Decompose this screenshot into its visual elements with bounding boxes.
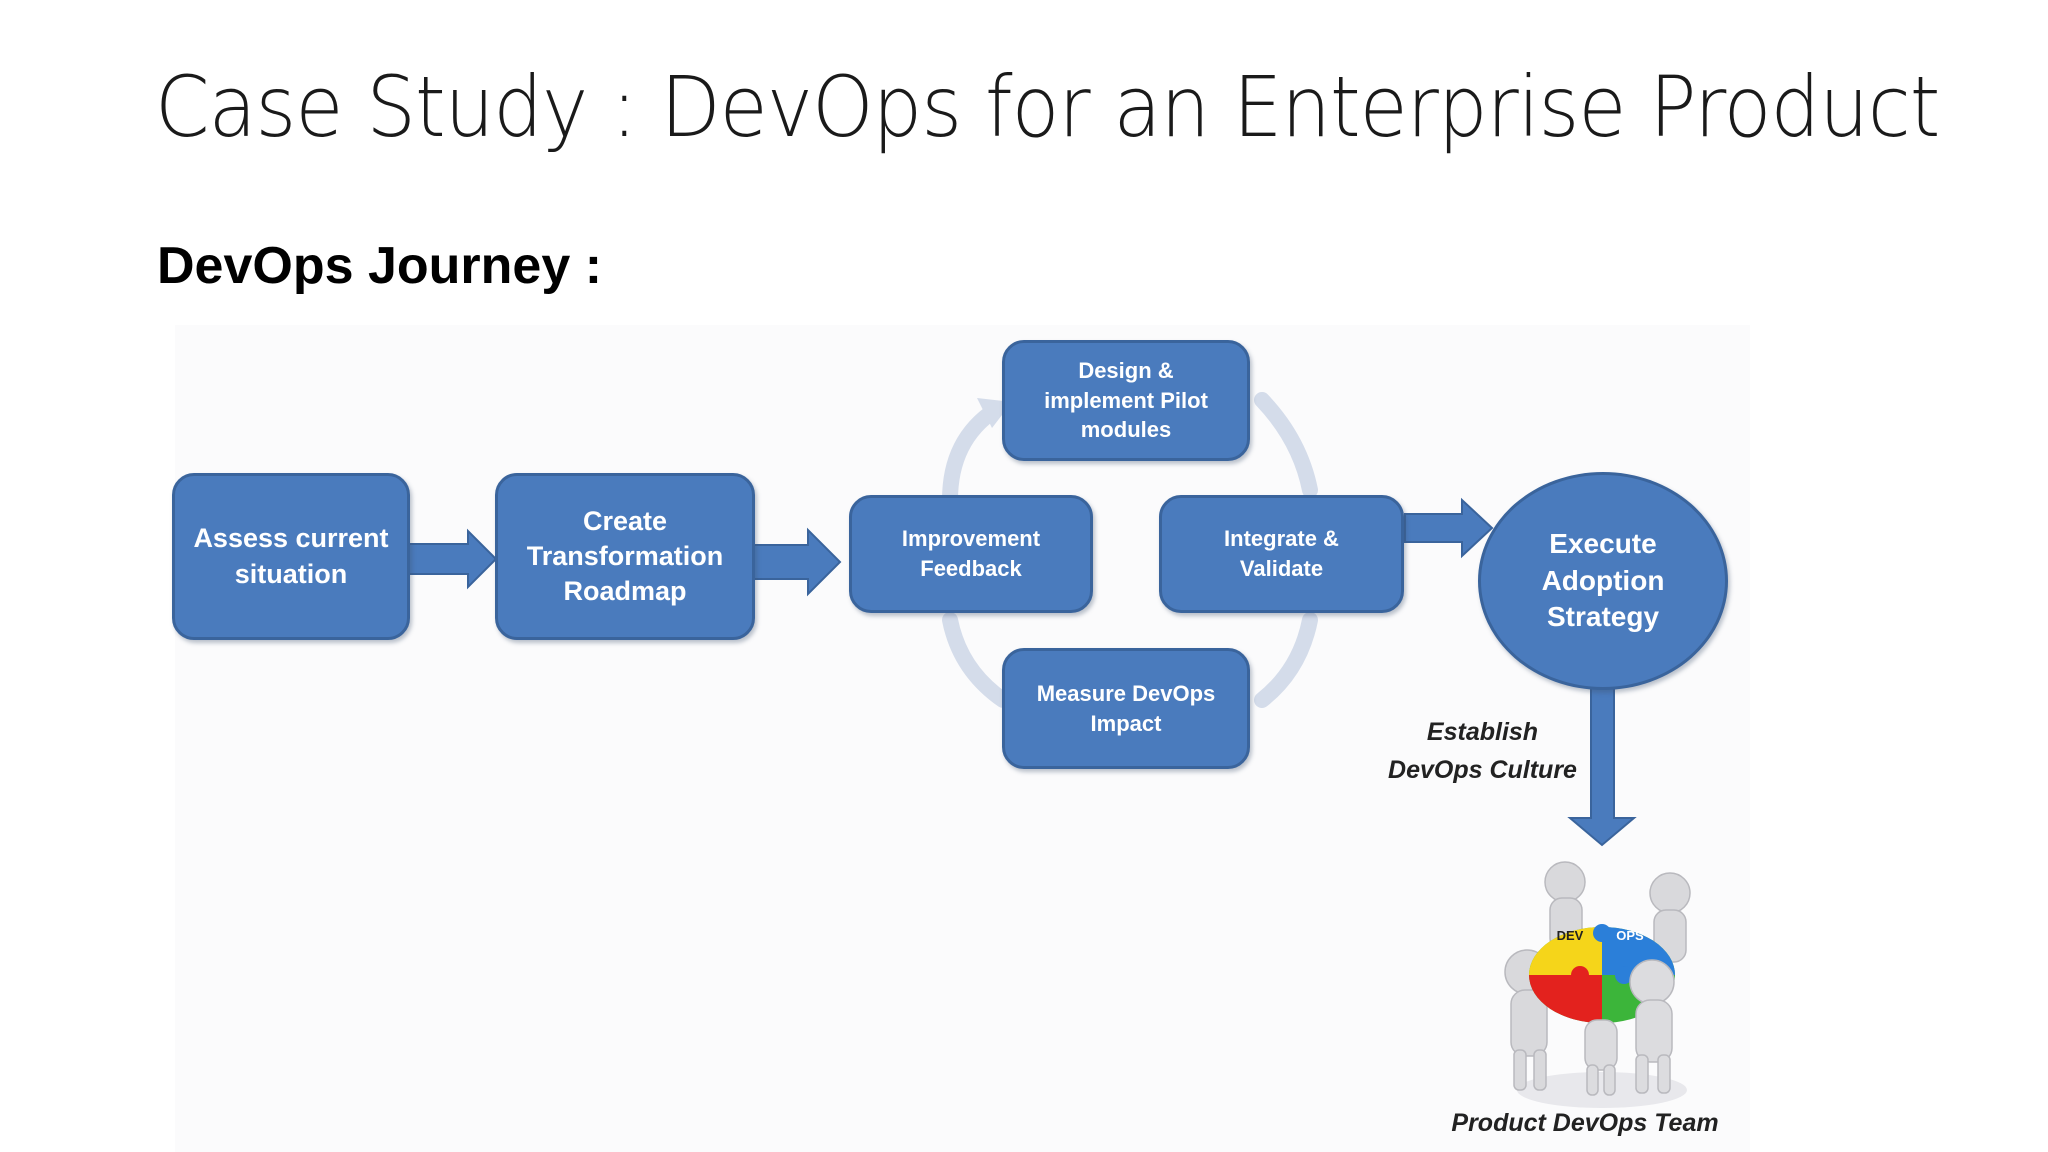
- step-design-label: Design & implement Pilot modules: [1044, 356, 1208, 445]
- cycle-arc-top-right: [1262, 400, 1310, 490]
- step-measure-impact: Measure DevOps Impact: [1002, 648, 1250, 769]
- team-label: Product DevOps Team: [1420, 1108, 1750, 1138]
- devops-team-illustration: DEV OPS: [1505, 862, 1690, 1108]
- step-measure-label: Measure DevOps Impact: [1037, 679, 1216, 738]
- step-improvement-feedback: Improvement Feedback: [849, 495, 1093, 613]
- step-assess-current-situation: Assess current situation: [172, 473, 410, 640]
- step-roadmap-label: Create Transformation Roadmap: [527, 504, 724, 609]
- step-integrate-label: Integrate & Validate: [1224, 524, 1339, 583]
- arrow-assess-to-roadmap: [408, 531, 496, 587]
- step-execute-adoption: Execute Adoption Strategy: [1478, 472, 1728, 690]
- arrow-cycle-to-execute: [1405, 500, 1492, 556]
- arrow-roadmap-to-cycle: [753, 530, 840, 594]
- step-design-pilot: Design & implement Pilot modules: [1002, 340, 1250, 461]
- puzzle-ops-label: OPS: [1616, 928, 1644, 943]
- cycle-arc-bottom-left: [950, 620, 1003, 700]
- cycle-arc-bottom-right: [1262, 620, 1310, 700]
- step-improvement-label: Improvement Feedback: [902, 524, 1040, 583]
- step-create-roadmap: Create Transformation Roadmap: [495, 473, 755, 640]
- step-execute-label: Execute Adoption Strategy: [1542, 526, 1665, 635]
- establish-culture-label: Establish DevOps Culture: [1370, 714, 1595, 789]
- cycle-arc-top-left: [950, 410, 995, 500]
- step-integrate-validate: Integrate & Validate: [1159, 495, 1404, 613]
- puzzle-dev-label: DEV: [1557, 928, 1584, 943]
- step-assess-label: Assess current situation: [193, 521, 388, 591]
